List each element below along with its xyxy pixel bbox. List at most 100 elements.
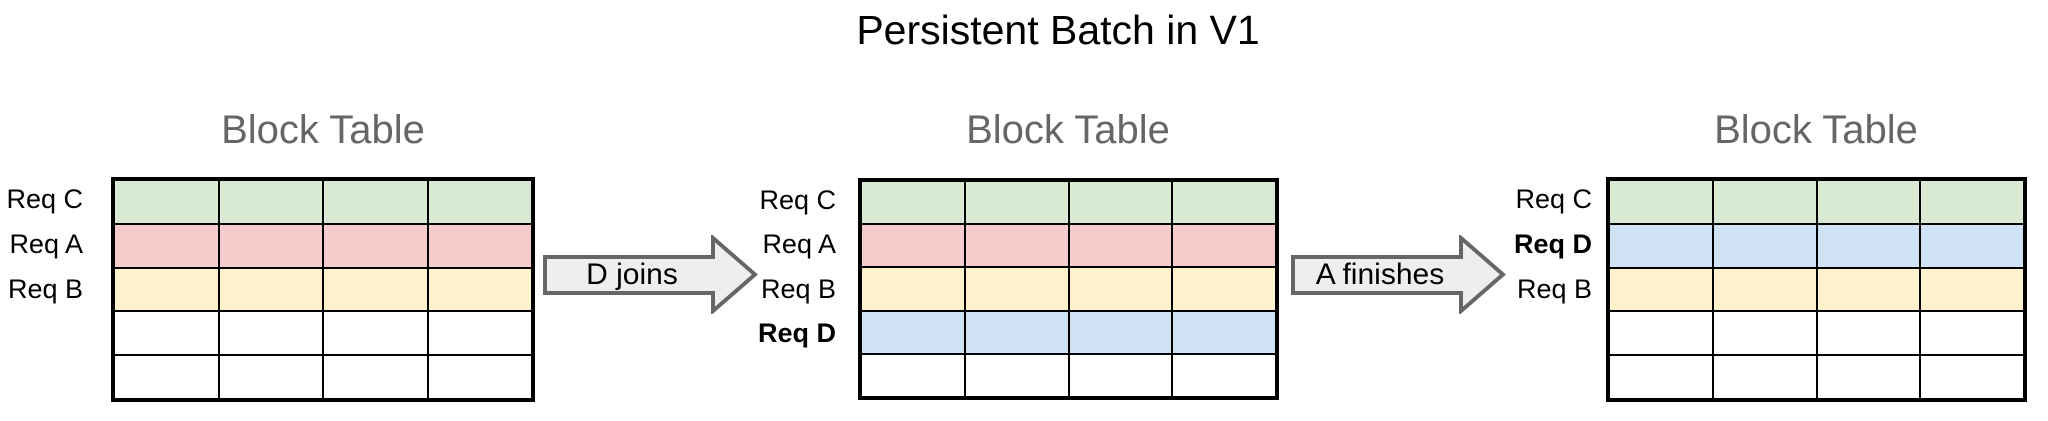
block-cell — [1712, 180, 1817, 224]
row-label: Req C — [6, 184, 83, 214]
row-label — [1422, 357, 1592, 402]
block-cell — [1172, 353, 1276, 398]
block-cell — [1816, 267, 1921, 312]
table-row — [861, 224, 1276, 268]
block-cell — [1172, 181, 1276, 225]
block-cell — [1068, 353, 1173, 398]
block-cell — [861, 224, 965, 268]
table-row — [114, 180, 532, 224]
row-labels-table-1: Req C Req A Req B — [0, 177, 83, 402]
block-cell — [1816, 223, 1921, 268]
block-cell — [861, 310, 965, 354]
table-row — [114, 223, 532, 268]
block-cell — [1172, 267, 1276, 311]
arrow-label-d-joins: D joins — [586, 258, 678, 291]
table-row — [114, 355, 532, 399]
row-label — [1422, 312, 1592, 357]
row-label: Req A — [9, 229, 83, 259]
block-cell — [323, 267, 428, 312]
block-cell — [427, 223, 532, 268]
arrow-label-a-finishes: A finishes — [1315, 258, 1445, 291]
table-row — [1609, 311, 2024, 356]
row-label: Req C — [759, 184, 836, 215]
arrow-shape — [1291, 235, 1506, 314]
block-cell — [1920, 180, 2024, 224]
row-label — [666, 356, 836, 400]
block-cell — [218, 311, 323, 356]
block-table-heading-2: Block Table — [966, 108, 1170, 152]
block-cell — [323, 180, 428, 224]
block-table-2 — [858, 178, 1279, 400]
row-label: Req C — [1515, 184, 1592, 214]
block-cell — [1068, 310, 1173, 354]
row-label: Req B — [7, 274, 83, 304]
block-cell — [1068, 224, 1173, 268]
block-cell — [427, 180, 532, 224]
block-cell — [1920, 267, 2024, 312]
block-cell — [218, 355, 323, 399]
block-cell — [1816, 311, 1921, 356]
table-row — [861, 353, 1276, 398]
block-cell — [1609, 223, 1713, 268]
row-label: Req D — [757, 317, 836, 348]
row-label: Req A — [762, 229, 836, 260]
block-cell — [1068, 267, 1173, 311]
table-row — [861, 181, 1276, 225]
page-title: Persistent Batch in V1 — [856, 7, 1260, 53]
block-cell — [323, 223, 428, 268]
right-arrow-icon — [1291, 235, 1506, 314]
block-cell — [1609, 180, 1713, 224]
block-cell — [964, 267, 1069, 311]
table-row — [1609, 267, 2024, 312]
block-cell — [114, 180, 219, 224]
row-label — [0, 357, 83, 402]
block-cell — [1712, 311, 1817, 356]
block-cell — [427, 311, 532, 356]
block-cell — [1712, 223, 1817, 268]
block-cell — [1712, 355, 1817, 399]
block-table-3 — [1606, 177, 2027, 402]
block-cell — [1609, 311, 1713, 356]
table-row — [1609, 180, 2024, 224]
block-cell — [1816, 355, 1921, 399]
block-table-heading-3: Block Table — [1714, 108, 1918, 152]
block-table-heading-1: Block Table — [221, 108, 425, 152]
block-cell — [1816, 180, 1921, 224]
block-cell — [114, 223, 219, 268]
block-cell — [218, 267, 323, 312]
block-cell — [323, 311, 428, 356]
block-cell — [1609, 355, 1713, 399]
block-cell — [861, 181, 965, 225]
block-cell — [1172, 224, 1276, 268]
block-table-1 — [111, 177, 535, 402]
block-cell — [114, 311, 219, 356]
block-cell — [1920, 223, 2024, 268]
row-label: Req B — [1516, 274, 1592, 304]
block-cell — [114, 267, 219, 312]
block-cell — [1172, 310, 1276, 354]
table-row — [114, 267, 532, 312]
block-cell — [427, 355, 532, 399]
table-row — [114, 311, 532, 356]
row-label: Req D — [1513, 229, 1592, 259]
block-cell — [861, 267, 965, 311]
table-row — [861, 310, 1276, 354]
block-cell — [218, 180, 323, 224]
block-cell — [1609, 267, 1713, 312]
block-cell — [114, 355, 219, 399]
table-row — [861, 267, 1276, 311]
table-row — [1609, 223, 2024, 268]
block-cell — [964, 181, 1069, 225]
block-cell — [1920, 311, 2024, 356]
block-cell — [1920, 355, 2024, 399]
block-cell — [323, 355, 428, 399]
row-label — [0, 312, 83, 357]
row-labels-table-3: Req C Req D Req B — [1422, 177, 1592, 402]
block-cell — [218, 223, 323, 268]
table-row — [1609, 355, 2024, 399]
block-cell — [964, 224, 1069, 268]
block-cell — [964, 310, 1069, 354]
block-cell — [1712, 267, 1817, 312]
